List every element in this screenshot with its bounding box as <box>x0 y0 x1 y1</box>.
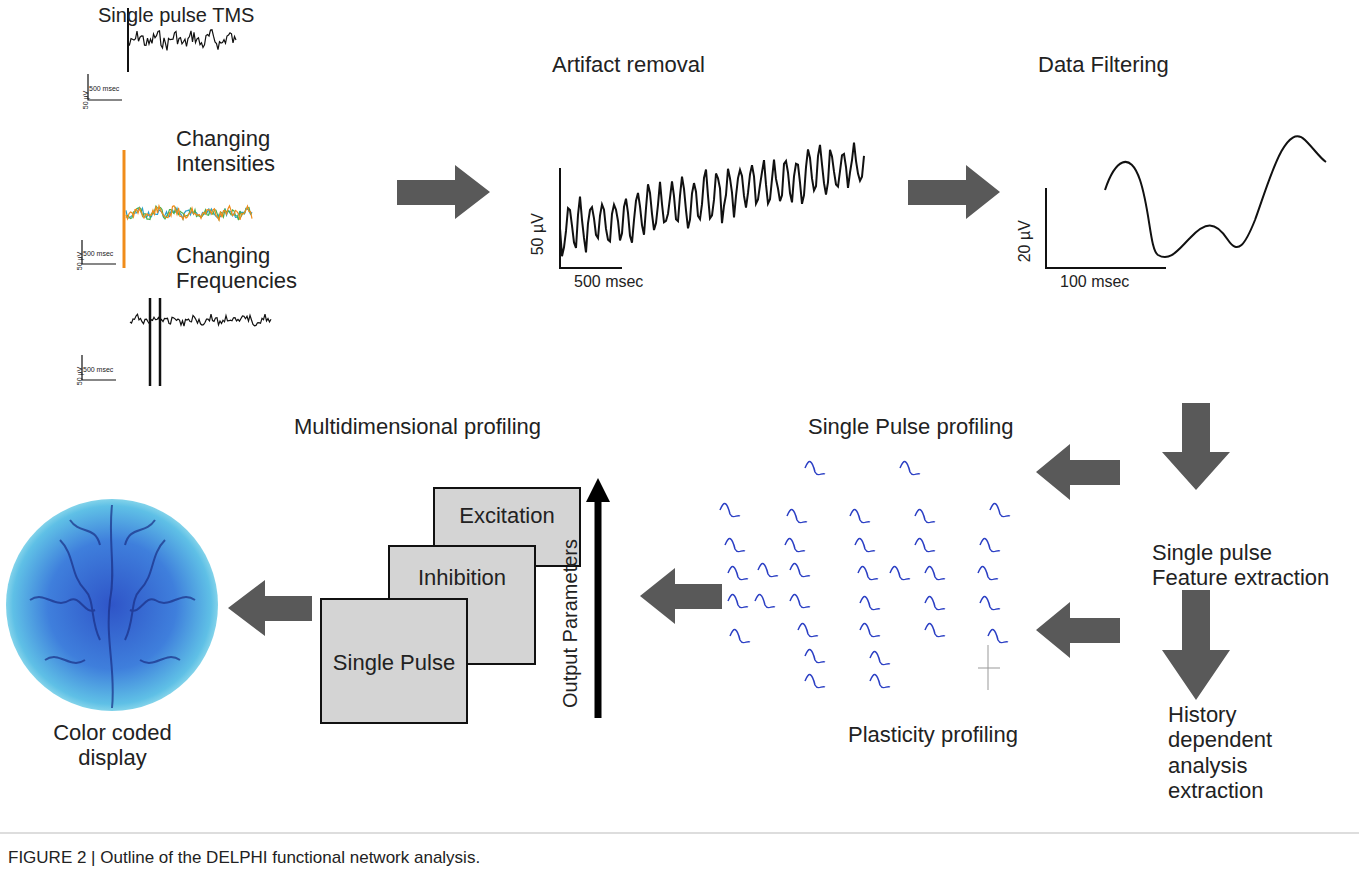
scale-label: 50 µV <box>76 356 84 396</box>
channel-trace <box>980 539 1000 552</box>
channel-trace <box>798 624 818 637</box>
stage-label: Changing Frequencies <box>176 243 326 294</box>
channel-trace <box>728 595 748 608</box>
channel-trace <box>915 510 935 523</box>
channel-trace <box>990 504 1010 517</box>
stage-label: Color coded display <box>30 720 195 771</box>
channel-trace <box>980 597 1000 610</box>
stage-label: Single Pulse profiling <box>808 414 1048 439</box>
stage-label: Plasticity profiling <box>848 722 1088 747</box>
channel-trace <box>890 567 910 580</box>
box-label: Single Pulse <box>322 650 466 676</box>
channel-trace <box>925 567 945 580</box>
scale-label: 500 msec <box>89 85 129 93</box>
channel-trace <box>900 462 920 475</box>
channel-trace <box>725 539 745 552</box>
channel-trace <box>758 564 778 577</box>
scale-label: 50 µV <box>529 204 547 264</box>
channel-trace <box>790 564 810 577</box>
scale-label: 50 µV <box>76 241 84 281</box>
channel-trace <box>978 567 998 580</box>
channel-trace <box>988 630 1008 643</box>
stage-label: Data Filtering <box>1038 52 1238 77</box>
channel-trace <box>925 597 945 610</box>
scale-label: 20 µV <box>1016 211 1034 271</box>
scale-label: 500 msec <box>83 250 123 258</box>
scale-label: 500 msec <box>574 273 674 291</box>
channel-trace <box>805 650 825 663</box>
stage-label: Artifact removal <box>552 52 772 77</box>
stage-label: Multidimensional profiling <box>294 414 594 439</box>
box-label: Excitation <box>435 503 579 529</box>
scale-label: 100 msec <box>1060 273 1160 291</box>
channel-trace <box>850 510 870 523</box>
channel-trace <box>860 624 880 637</box>
stage-label: Single pulse TMS <box>98 4 318 27</box>
axis-label: Output Parameters <box>559 524 582 724</box>
channel-trace <box>728 567 748 580</box>
channel-trace <box>755 595 775 608</box>
figure-caption: FIGURE 2 | Outline of the DELPHI functio… <box>8 848 1308 868</box>
channel-trace <box>787 510 807 523</box>
channel-trace <box>730 630 750 643</box>
channel-trace <box>858 567 878 580</box>
channel-trace <box>860 597 880 610</box>
channel-trace <box>870 675 890 688</box>
scale-label: 50 µV <box>82 80 90 120</box>
channel-trace <box>915 539 935 552</box>
channel-trace <box>870 652 890 665</box>
channel-trace <box>790 595 810 608</box>
parameter-box: Single Pulse <box>320 598 468 724</box>
channel-trace <box>805 675 825 688</box>
stage-label: History dependent analysis extraction <box>1168 702 1318 803</box>
channel-trace <box>805 462 825 475</box>
channel-trace <box>925 624 945 637</box>
channel-trace <box>855 539 875 552</box>
channel-trace <box>785 539 805 552</box>
stage-label: Single pulse Feature extraction <box>1152 540 1352 591</box>
scale-label: 500 msec <box>83 366 123 374</box>
stage-label: Changing Intensities <box>176 126 326 177</box>
channel-trace <box>720 504 740 517</box>
box-label: Inhibition <box>390 565 534 591</box>
